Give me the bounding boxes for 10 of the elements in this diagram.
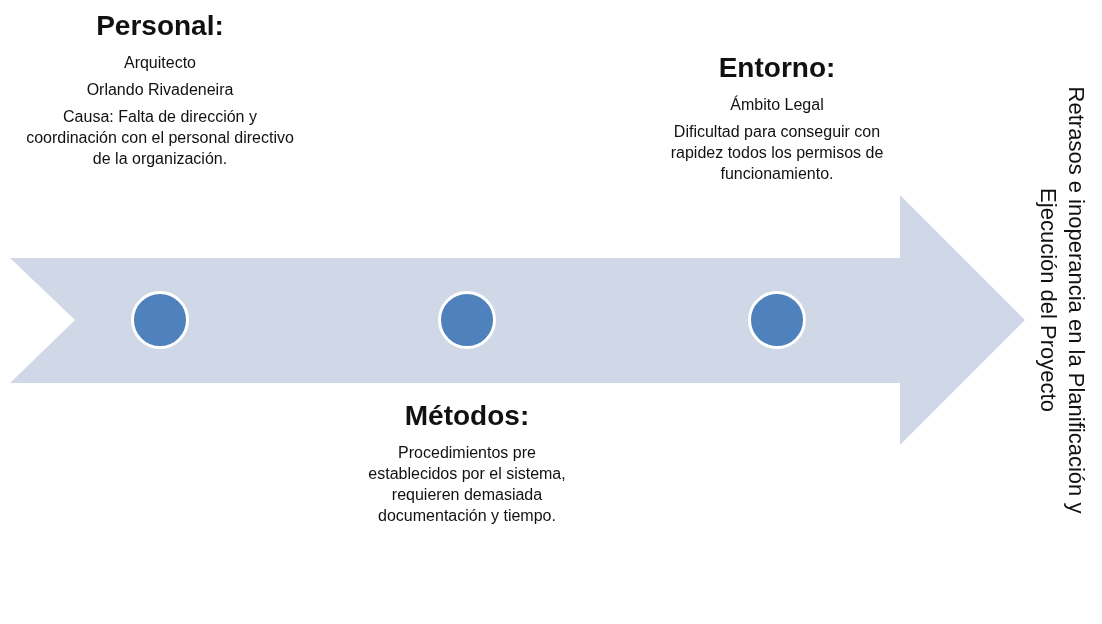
outcome-text: Retrasos e inoperancia en la Planificación y Ejecución del Proyecto [1035, 85, 1090, 516]
category-text: Ámbito Legal [729, 94, 825, 115]
category-text: Dificultad para conseguir con rapidez todos los permisos de funcionamiento. [669, 122, 885, 184]
category-text: Procedimientos pre establecidos por el sistema, requieren demasiada documentación y tiempo. [367, 443, 567, 526]
category-text: Arquitecto [122, 53, 197, 73]
category-heading: Personal: [96, 10, 224, 42]
category-heading: Entorno: [718, 52, 836, 84]
category-text: Causa: Falta de dirección y coordinación con el personal directivo de la organización. [25, 107, 295, 169]
category-heading: Métodos: [404, 400, 530, 432]
category-text: Orlando Rivadeneira [85, 80, 235, 100]
